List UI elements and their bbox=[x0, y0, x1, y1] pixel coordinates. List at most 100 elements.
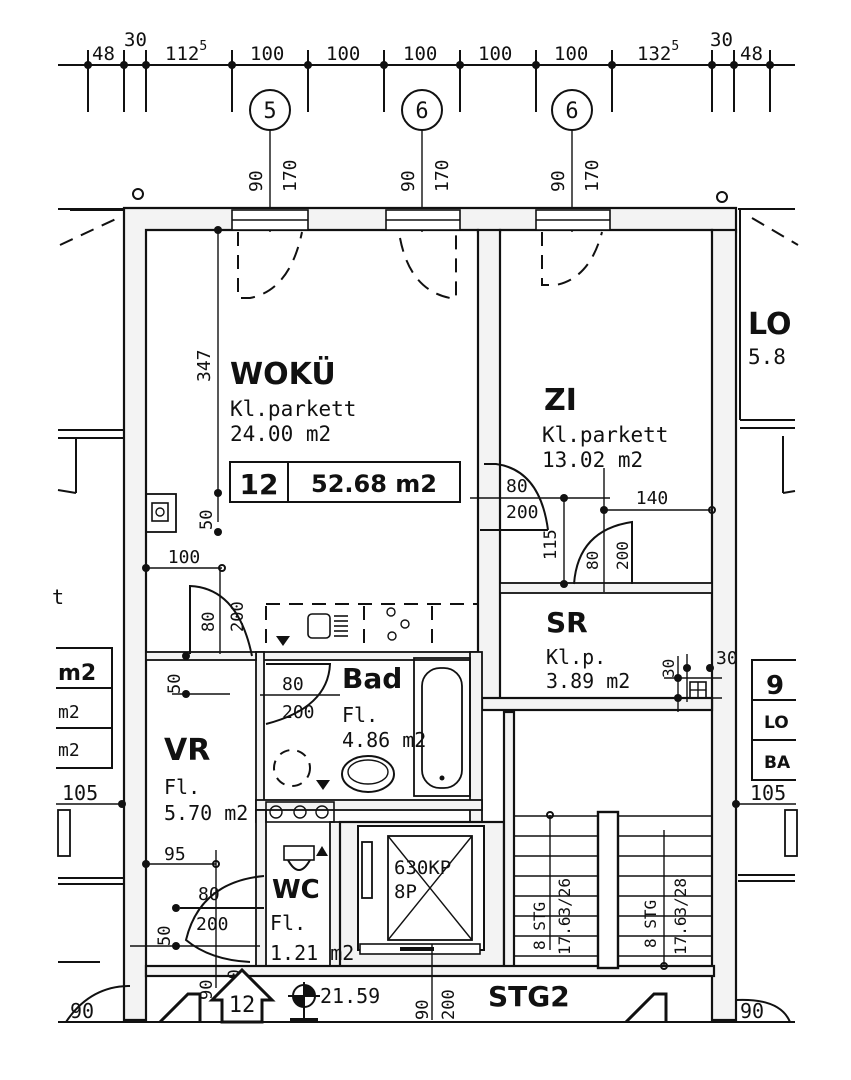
neighbor-room-name: LO bbox=[748, 307, 792, 342]
neighbor-right: LO 5.8 9 LO BA 105 90 bbox=[732, 307, 796, 1023]
dim-right-105: 105 bbox=[750, 781, 786, 805]
entry-width: 90 bbox=[197, 980, 217, 1000]
neighbor-row-1: LO bbox=[764, 713, 789, 733]
stair-right-count: 8 STG bbox=[641, 900, 660, 948]
elevator-capacity: 630KP bbox=[394, 857, 451, 879]
dimension-node bbox=[142, 61, 150, 69]
neighbor-row-1: m2 bbox=[58, 661, 96, 686]
window-height-2: 170 bbox=[432, 159, 453, 192]
dim-115: 115 bbox=[541, 529, 561, 560]
sr-door-height: 200 bbox=[613, 541, 632, 570]
room-name-vr: VR bbox=[164, 733, 210, 768]
stair-right-ratio: 17.63/28 bbox=[671, 878, 690, 955]
dim-48-right: 48 bbox=[740, 43, 763, 65]
room-area-zi: 13.02 m2 bbox=[542, 448, 643, 472]
dim-vr-95: 95 bbox=[164, 844, 186, 865]
dim-niche-50: 50 bbox=[197, 510, 217, 530]
dim-wc-50: 50 bbox=[155, 926, 175, 946]
axis-label: 6 bbox=[565, 99, 578, 124]
room-name-woku: WOKÜ bbox=[230, 355, 336, 392]
room-bad: Bad Fl. 4.86 m2 80 200 bbox=[260, 657, 471, 823]
window-height-1: 170 bbox=[280, 159, 301, 192]
apartment-total-area: 52.68 m2 bbox=[311, 470, 437, 498]
room-name-bad: Bad bbox=[342, 662, 402, 695]
elevator: 630KP 8P 90 200 bbox=[359, 835, 481, 1020]
dim-48-left: 48 bbox=[92, 43, 115, 65]
dim-100-a: 100 bbox=[250, 43, 284, 65]
column-marker bbox=[716, 191, 728, 203]
dimension-node bbox=[456, 61, 464, 69]
neighbor-row-3: m2 bbox=[58, 740, 80, 761]
room-floor-vr: Fl. bbox=[164, 775, 200, 799]
bad-door-height: 200 bbox=[282, 702, 315, 723]
wc-door-height: 200 bbox=[196, 914, 229, 935]
room-name-wc: WC bbox=[272, 875, 320, 905]
lift-door-width: 90 bbox=[413, 1000, 433, 1020]
room-floor-sr: Kl.p. bbox=[546, 645, 606, 669]
stair-label: STG2 bbox=[488, 980, 570, 1013]
sink-icon bbox=[151, 502, 169, 522]
apartment-number: 12 bbox=[240, 468, 279, 501]
room-floor-zi: Kl.parkett bbox=[542, 423, 668, 447]
dim-140: 140 bbox=[636, 488, 669, 509]
room-woku: 347 WOKÜ Kl.parkett 24.00 m2 bbox=[194, 226, 356, 536]
dim-100-e: 100 bbox=[554, 43, 588, 65]
zi-door-width: 80 bbox=[506, 476, 528, 497]
room-area-bad: 4.86 m2 bbox=[342, 728, 426, 752]
room-name-zi: ZI bbox=[544, 383, 577, 418]
window-sill-2: 90 bbox=[398, 170, 419, 192]
dimension-node bbox=[532, 61, 540, 69]
room-vr: VR Fl. 5.70 m2 95 bbox=[142, 733, 248, 988]
dim-100-d: 100 bbox=[478, 43, 512, 65]
dim-sr-30a: 30 bbox=[659, 659, 678, 678]
dimension-node bbox=[380, 61, 388, 69]
door-width: 80 bbox=[199, 612, 219, 632]
door-vr: 80 200 50 bbox=[165, 568, 253, 698]
dim-132-5: 1325 bbox=[637, 39, 679, 65]
door-height: 200 bbox=[228, 601, 248, 632]
room-area-sr: 3.89 m2 bbox=[546, 669, 630, 693]
stair-handrail bbox=[596, 810, 620, 970]
dimension-node bbox=[120, 61, 128, 69]
washing-machine-icon bbox=[273, 749, 311, 787]
entry-marker: 12 bbox=[158, 967, 668, 1024]
dim-347: 347 bbox=[194, 349, 215, 382]
stove-icon bbox=[307, 613, 331, 639]
level-marker: 21.59 bbox=[288, 982, 380, 1022]
stair-left-ratio: 17.63/26 bbox=[555, 878, 574, 955]
dimension-node bbox=[730, 61, 738, 69]
apartment-badge: 12 52.68 m2 bbox=[229, 461, 461, 503]
entry-arrow-icon bbox=[208, 967, 276, 1024]
zi-door-height: 200 bbox=[506, 502, 539, 523]
dimension-node bbox=[84, 61, 92, 69]
marker-triangle-icon bbox=[316, 846, 328, 856]
kitchen-niche: 50 100 bbox=[142, 493, 478, 648]
axis-marker-5: 5 bbox=[249, 89, 291, 232]
bad-door-width: 80 bbox=[282, 674, 304, 695]
elevator-car bbox=[387, 835, 473, 941]
axis-label: 5 bbox=[263, 99, 276, 124]
room-name-sr: SR bbox=[546, 606, 588, 639]
lift-door-height: 200 bbox=[439, 989, 459, 1020]
dim-30-right: 30 bbox=[710, 29, 733, 51]
dim-30-left: 30 bbox=[124, 29, 147, 51]
room-area-vr: 5.70 m2 bbox=[164, 801, 248, 825]
window-labels: 90 170 90 170 90 170 bbox=[246, 159, 603, 192]
room-floor-woku: Kl.parkett bbox=[230, 397, 356, 421]
dimension-chain: 48 30 1125 100 100 100 100 100 1325 30 4… bbox=[58, 29, 795, 112]
neighbor-partial-text: t bbox=[52, 585, 64, 609]
room-floor-wc: Fl. bbox=[270, 911, 306, 935]
room-wc: WC Fl. 1.21 m2 80 200 50 bbox=[130, 845, 354, 965]
room-floor-bad: Fl. bbox=[342, 703, 378, 727]
window-height-3: 170 bbox=[582, 159, 603, 192]
room-sr: SR Kl.p. 3.89 m2 30 30 bbox=[546, 606, 738, 712]
stairs: 8 STG 17.63/26 8 STG 17.63/28 STG2 bbox=[488, 810, 712, 1013]
dim-100-c: 100 bbox=[403, 43, 437, 65]
vent-icon bbox=[334, 615, 348, 637]
dim-left-105: 105 bbox=[62, 781, 98, 805]
wc-door-width: 80 bbox=[198, 884, 220, 905]
neighbor-row-2: m2 bbox=[58, 702, 80, 723]
dimension-node bbox=[228, 61, 236, 69]
bathtub-icon bbox=[413, 657, 471, 797]
dim-kitchen-100: 100 bbox=[168, 547, 201, 568]
